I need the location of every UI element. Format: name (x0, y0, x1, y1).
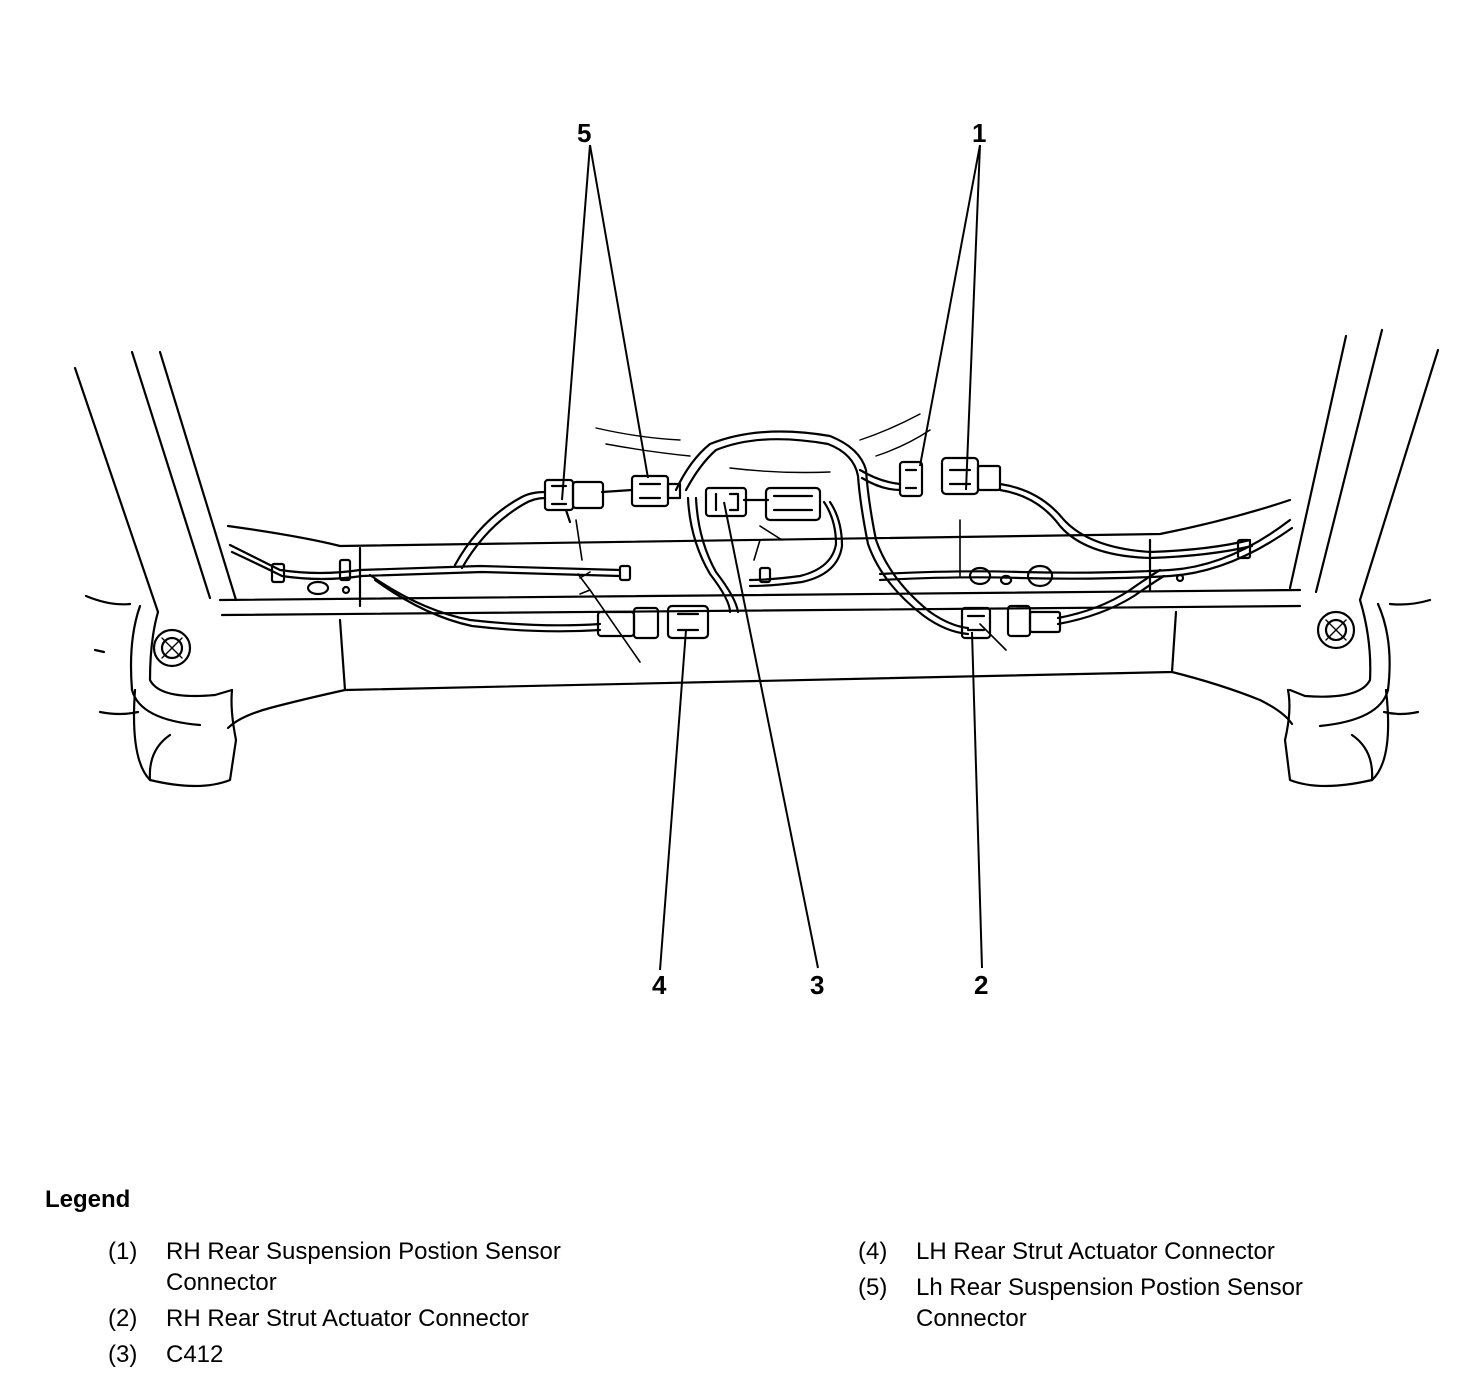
legend-item: (3) C412 (108, 1339, 728, 1370)
leader-5b (589, 144, 649, 479)
leader-4 (659, 629, 687, 971)
callout-1: 1 (972, 118, 986, 148)
rear-crossmember-harness-diagram: 5 1 4 3 2 (73, 118, 1440, 1000)
connector-c412-mate (764, 486, 822, 522)
legend-item: (4) LH Rear Strut Actuator Connector (858, 1236, 1472, 1267)
legend-column-right: (4) LH Rear Strut Actuator Connector (5)… (858, 1236, 1472, 1339)
wire-harness (228, 430, 1294, 636)
legend-index: (2) (108, 1305, 138, 1332)
leader-1a (919, 144, 981, 467)
legend-label: LH Rear Strut Actuator Connector (916, 1238, 1275, 1265)
legend-index: (5) (858, 1274, 888, 1301)
legend-label: RH Rear Strut Actuator Connector (166, 1305, 529, 1332)
connector-lh-strut-actuator (596, 604, 710, 640)
legend-item: (2) RH Rear Strut Actuator Connector (108, 1303, 728, 1334)
legend-item: (1) RH Rear Suspension Postion Sensor Co… (108, 1236, 728, 1298)
callout-4: 4 (652, 970, 667, 1000)
legend-column-left: (1) RH Rear Suspension Postion Sensor Co… (108, 1236, 728, 1375)
fastener-arrows (575, 519, 1007, 663)
callout-2: 2 (974, 970, 988, 1000)
leader-5a (561, 144, 591, 501)
background-contours (595, 413, 931, 474)
legend-label: RH Rear Suspension Postion Sensor Connec… (166, 1238, 561, 1296)
callout-3: 3 (810, 970, 824, 1000)
callout-5: 5 (577, 118, 591, 148)
leader-3 (723, 501, 819, 969)
leader-1b (965, 144, 981, 491)
connector-rh-position-sensor (898, 456, 1002, 498)
legend-item: (5) Lh Rear Suspension Postion Sensor Co… (858, 1272, 1472, 1334)
left-strut (73, 350, 238, 788)
crossmember (218, 498, 1302, 742)
connector-lh-position-sensor (543, 478, 605, 524)
connector-rh-strut-actuator (960, 604, 1062, 640)
leader-2 (971, 631, 983, 969)
connector-lh-position-sensor-mate (630, 474, 682, 508)
right-strut (1283, 328, 1440, 788)
legend-label: Lh Rear Suspension Postion Sensor Connec… (916, 1274, 1303, 1332)
legend-title: Legend (45, 1186, 131, 1213)
legend-index: (3) (108, 1341, 138, 1368)
legend-index: (4) (858, 1238, 888, 1265)
legend-index: (1) (108, 1238, 138, 1265)
legend-label: C412 (166, 1341, 224, 1368)
leader-lines (561, 144, 983, 971)
